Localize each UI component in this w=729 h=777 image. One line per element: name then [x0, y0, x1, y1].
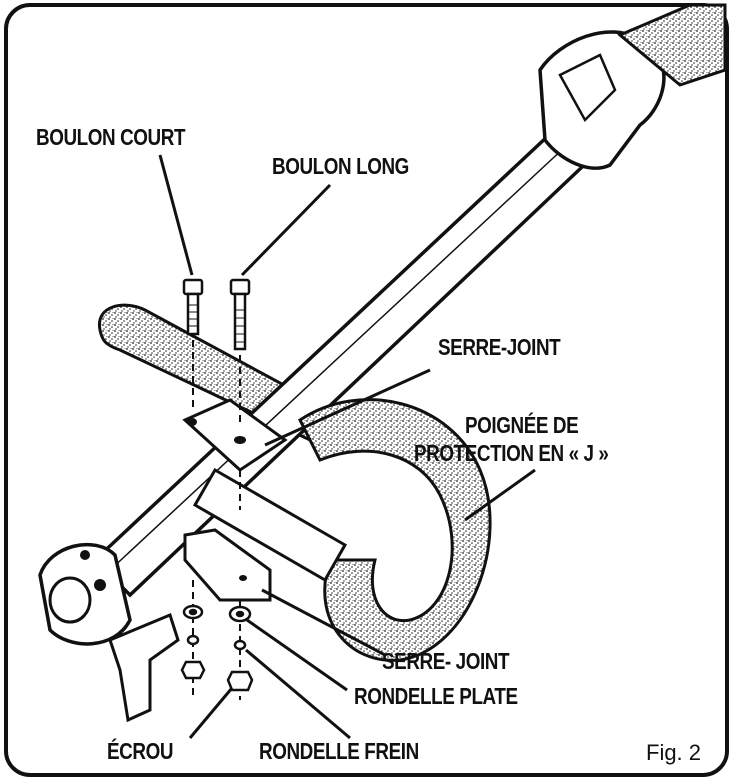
label-serre-joint-bottom: SERRE- JOINT	[382, 648, 510, 674]
label-rondelle-frein: RONDELLE FREIN	[259, 738, 419, 764]
left-hardware-stack	[180, 604, 206, 680]
upper-foam-grip	[617, 3, 727, 87]
label-boulon-court: BOULON COURT	[36, 124, 186, 150]
leader-rondelle-frein	[245, 648, 351, 740]
leader-serre-joint-top	[264, 368, 431, 447]
t-knob	[108, 612, 180, 723]
label-serre-joint-top: SERRE-JOINT	[438, 334, 561, 360]
leader-rondelle-plate	[246, 618, 348, 692]
leader-long-bolt	[240, 183, 332, 277]
short-bolt	[182, 278, 204, 336]
right-hardware-stack	[226, 605, 254, 692]
figure-frame	[4, 3, 729, 777]
label-poignee-line1: POIGNÉE DE	[465, 412, 579, 438]
leader-poignee	[464, 468, 536, 522]
lower-clamp	[183, 528, 272, 602]
label-ecrou: ÉCROU	[107, 738, 174, 764]
leader-serre-joint-bottom	[261, 588, 386, 657]
long-bolt	[229, 278, 251, 351]
upper-clamp	[182, 398, 288, 472]
label-boulon-long: BOULON LONG	[272, 153, 409, 179]
figure-caption: Fig. 2	[646, 740, 702, 765]
j-handle-bend	[298, 398, 492, 662]
label-rondelle-plate: RONDELLE PLATE	[354, 683, 518, 709]
label-poignee-line2: PROTECTION EN « J »	[414, 440, 609, 466]
j-handle-lower-tube	[192, 467, 348, 583]
leader-short-bolt	[158, 154, 194, 276]
trigger	[558, 53, 617, 123]
leader-ecrou	[188, 687, 234, 739]
